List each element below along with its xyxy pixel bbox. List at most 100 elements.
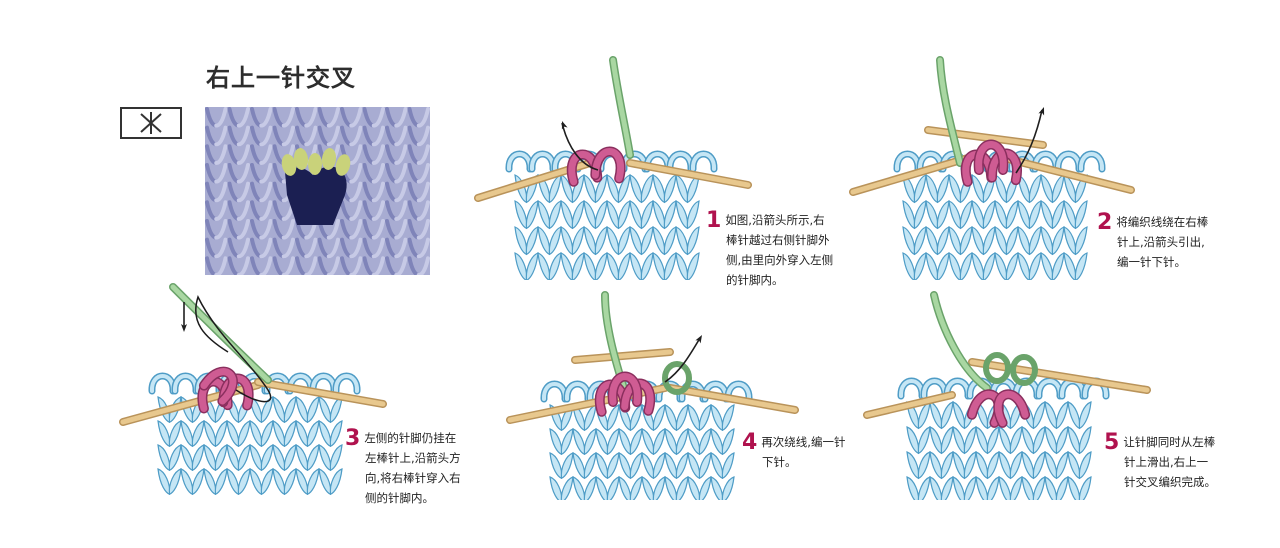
- stitch-leg: [583, 476, 597, 504]
- stitch-leg: [349, 219, 363, 240]
- stitch-leg: [168, 444, 182, 472]
- stitch-leg: [583, 252, 597, 282]
- stitch-leg: [687, 404, 701, 432]
- step-1-caption: 1 如图,沿箭头所示,右 棒针越过右侧针脚外 侧,由里向外穿入左侧 的针脚内。: [706, 210, 876, 290]
- stitch-leg: [1055, 451, 1069, 480]
- stitch-leg: [572, 428, 586, 456]
- stitch-leg: [675, 200, 689, 230]
- stitch-leg: [1040, 252, 1054, 282]
- stitch-leg: [1009, 476, 1023, 505]
- stitch-leg: [560, 428, 574, 456]
- stitch-leg: [295, 256, 309, 275]
- stitch-leg: [306, 468, 320, 496]
- stitch-leg: [385, 237, 399, 259]
- stitch-leg: [721, 428, 735, 456]
- stitch-leg: [936, 174, 950, 204]
- stitch-leg: [698, 476, 712, 504]
- stitch-leg: [663, 252, 677, 282]
- stitch-leg: [721, 452, 735, 480]
- stitch-leg: [362, 125, 376, 147]
- stitch-leg: [902, 252, 916, 282]
- stitch-leg: [913, 174, 927, 204]
- stitch-leg: [371, 181, 385, 203]
- stitch-leg: [272, 181, 286, 203]
- green-yarn-loop: [1010, 354, 1038, 386]
- stitch-leg: [629, 226, 643, 256]
- stitch-leg: [191, 468, 205, 496]
- stitch-leg: [675, 476, 689, 504]
- stitch-leg: [549, 476, 563, 504]
- stitch-leg: [259, 163, 273, 184]
- green-yarn-loop: [308, 153, 322, 175]
- stitch-leg: [1040, 200, 1054, 230]
- step-line: 左棒针上,沿箭头方: [365, 451, 461, 465]
- step-line: 让针脚同时从左棒: [1123, 435, 1216, 449]
- pink-stitch-loop: [975, 141, 1007, 174]
- stitch-leg: [362, 200, 376, 221]
- stitch-leg: [385, 219, 399, 240]
- stitch-leg: [664, 452, 678, 480]
- step-line: 棒针越过右侧针脚外: [726, 233, 830, 247]
- stitch-leg: [606, 404, 620, 432]
- stitch-leg: [572, 452, 586, 480]
- stitch-leg: [250, 163, 264, 184]
- stitch-leg: [168, 420, 182, 448]
- stitch-leg: [226, 444, 240, 472]
- stitch-leg: [994, 226, 1008, 256]
- direction-arrow: [195, 294, 272, 403]
- stitch-leg: [214, 107, 228, 128]
- stitch-leg: [214, 144, 228, 165]
- stitch-leg: [236, 107, 250, 128]
- stitch-leg: [306, 444, 320, 472]
- stitch-leg: [1078, 426, 1092, 455]
- step-line: 左侧的针脚仍挂在: [364, 431, 457, 445]
- stitch-leg: [259, 256, 273, 275]
- stitch-leg: [549, 452, 563, 480]
- stitch-leg: [205, 181, 219, 203]
- stitch-leg: [1063, 252, 1077, 282]
- stitch-leg: [371, 125, 385, 147]
- stitch-leg: [272, 256, 286, 275]
- stitch-leg: [250, 181, 264, 203]
- stitch-leg: [686, 252, 700, 282]
- stitch-leg: [583, 452, 597, 480]
- stitch-leg: [971, 200, 985, 230]
- arrow-head-icon: [695, 335, 702, 344]
- stitch-leg: [652, 428, 666, 456]
- stitch-leg: [349, 163, 363, 184]
- stitch-leg: [250, 237, 264, 259]
- stitch-leg: [549, 428, 563, 456]
- stitch-leg: [975, 426, 989, 455]
- stitch-leg: [250, 200, 264, 221]
- stitch-leg: [407, 219, 421, 240]
- stitch-leg: [329, 444, 343, 472]
- stitch-leg: [205, 125, 219, 147]
- stitch-leg: [407, 237, 421, 259]
- step-line: 侧的针脚内。: [365, 491, 434, 505]
- stitch-leg: [371, 200, 385, 221]
- stitch-leg: [180, 420, 194, 448]
- stitch-leg: [664, 404, 678, 432]
- stitch-leg: [971, 226, 985, 256]
- stitch-leg: [329, 396, 343, 424]
- stitch-leg: [226, 420, 240, 448]
- stitch-leg: [259, 181, 273, 203]
- stitch-leg: [281, 256, 295, 275]
- stitch-leg: [560, 476, 574, 504]
- stitch-leg: [371, 219, 385, 240]
- step-5-illustration: [862, 290, 1152, 505]
- stitch-leg: [237, 444, 251, 472]
- stitch-leg: [236, 219, 250, 240]
- stitch-leg: [548, 174, 562, 204]
- arrow-head-icon: [181, 324, 187, 332]
- stitch-leg: [929, 476, 943, 505]
- stitch-leg: [236, 163, 250, 184]
- step-5-caption: 5 让针脚同时从左棒 针上滑出,右上一 针交叉编织完成。: [1104, 432, 1264, 492]
- stitch-leg: [385, 144, 399, 165]
- stitch-leg: [168, 468, 182, 496]
- pink-stitch-loop: [200, 368, 237, 405]
- stitch-leg: [416, 237, 430, 259]
- stitch-leg: [975, 476, 989, 505]
- stitch-leg: [281, 237, 295, 259]
- stitch-leg: [1028, 252, 1042, 282]
